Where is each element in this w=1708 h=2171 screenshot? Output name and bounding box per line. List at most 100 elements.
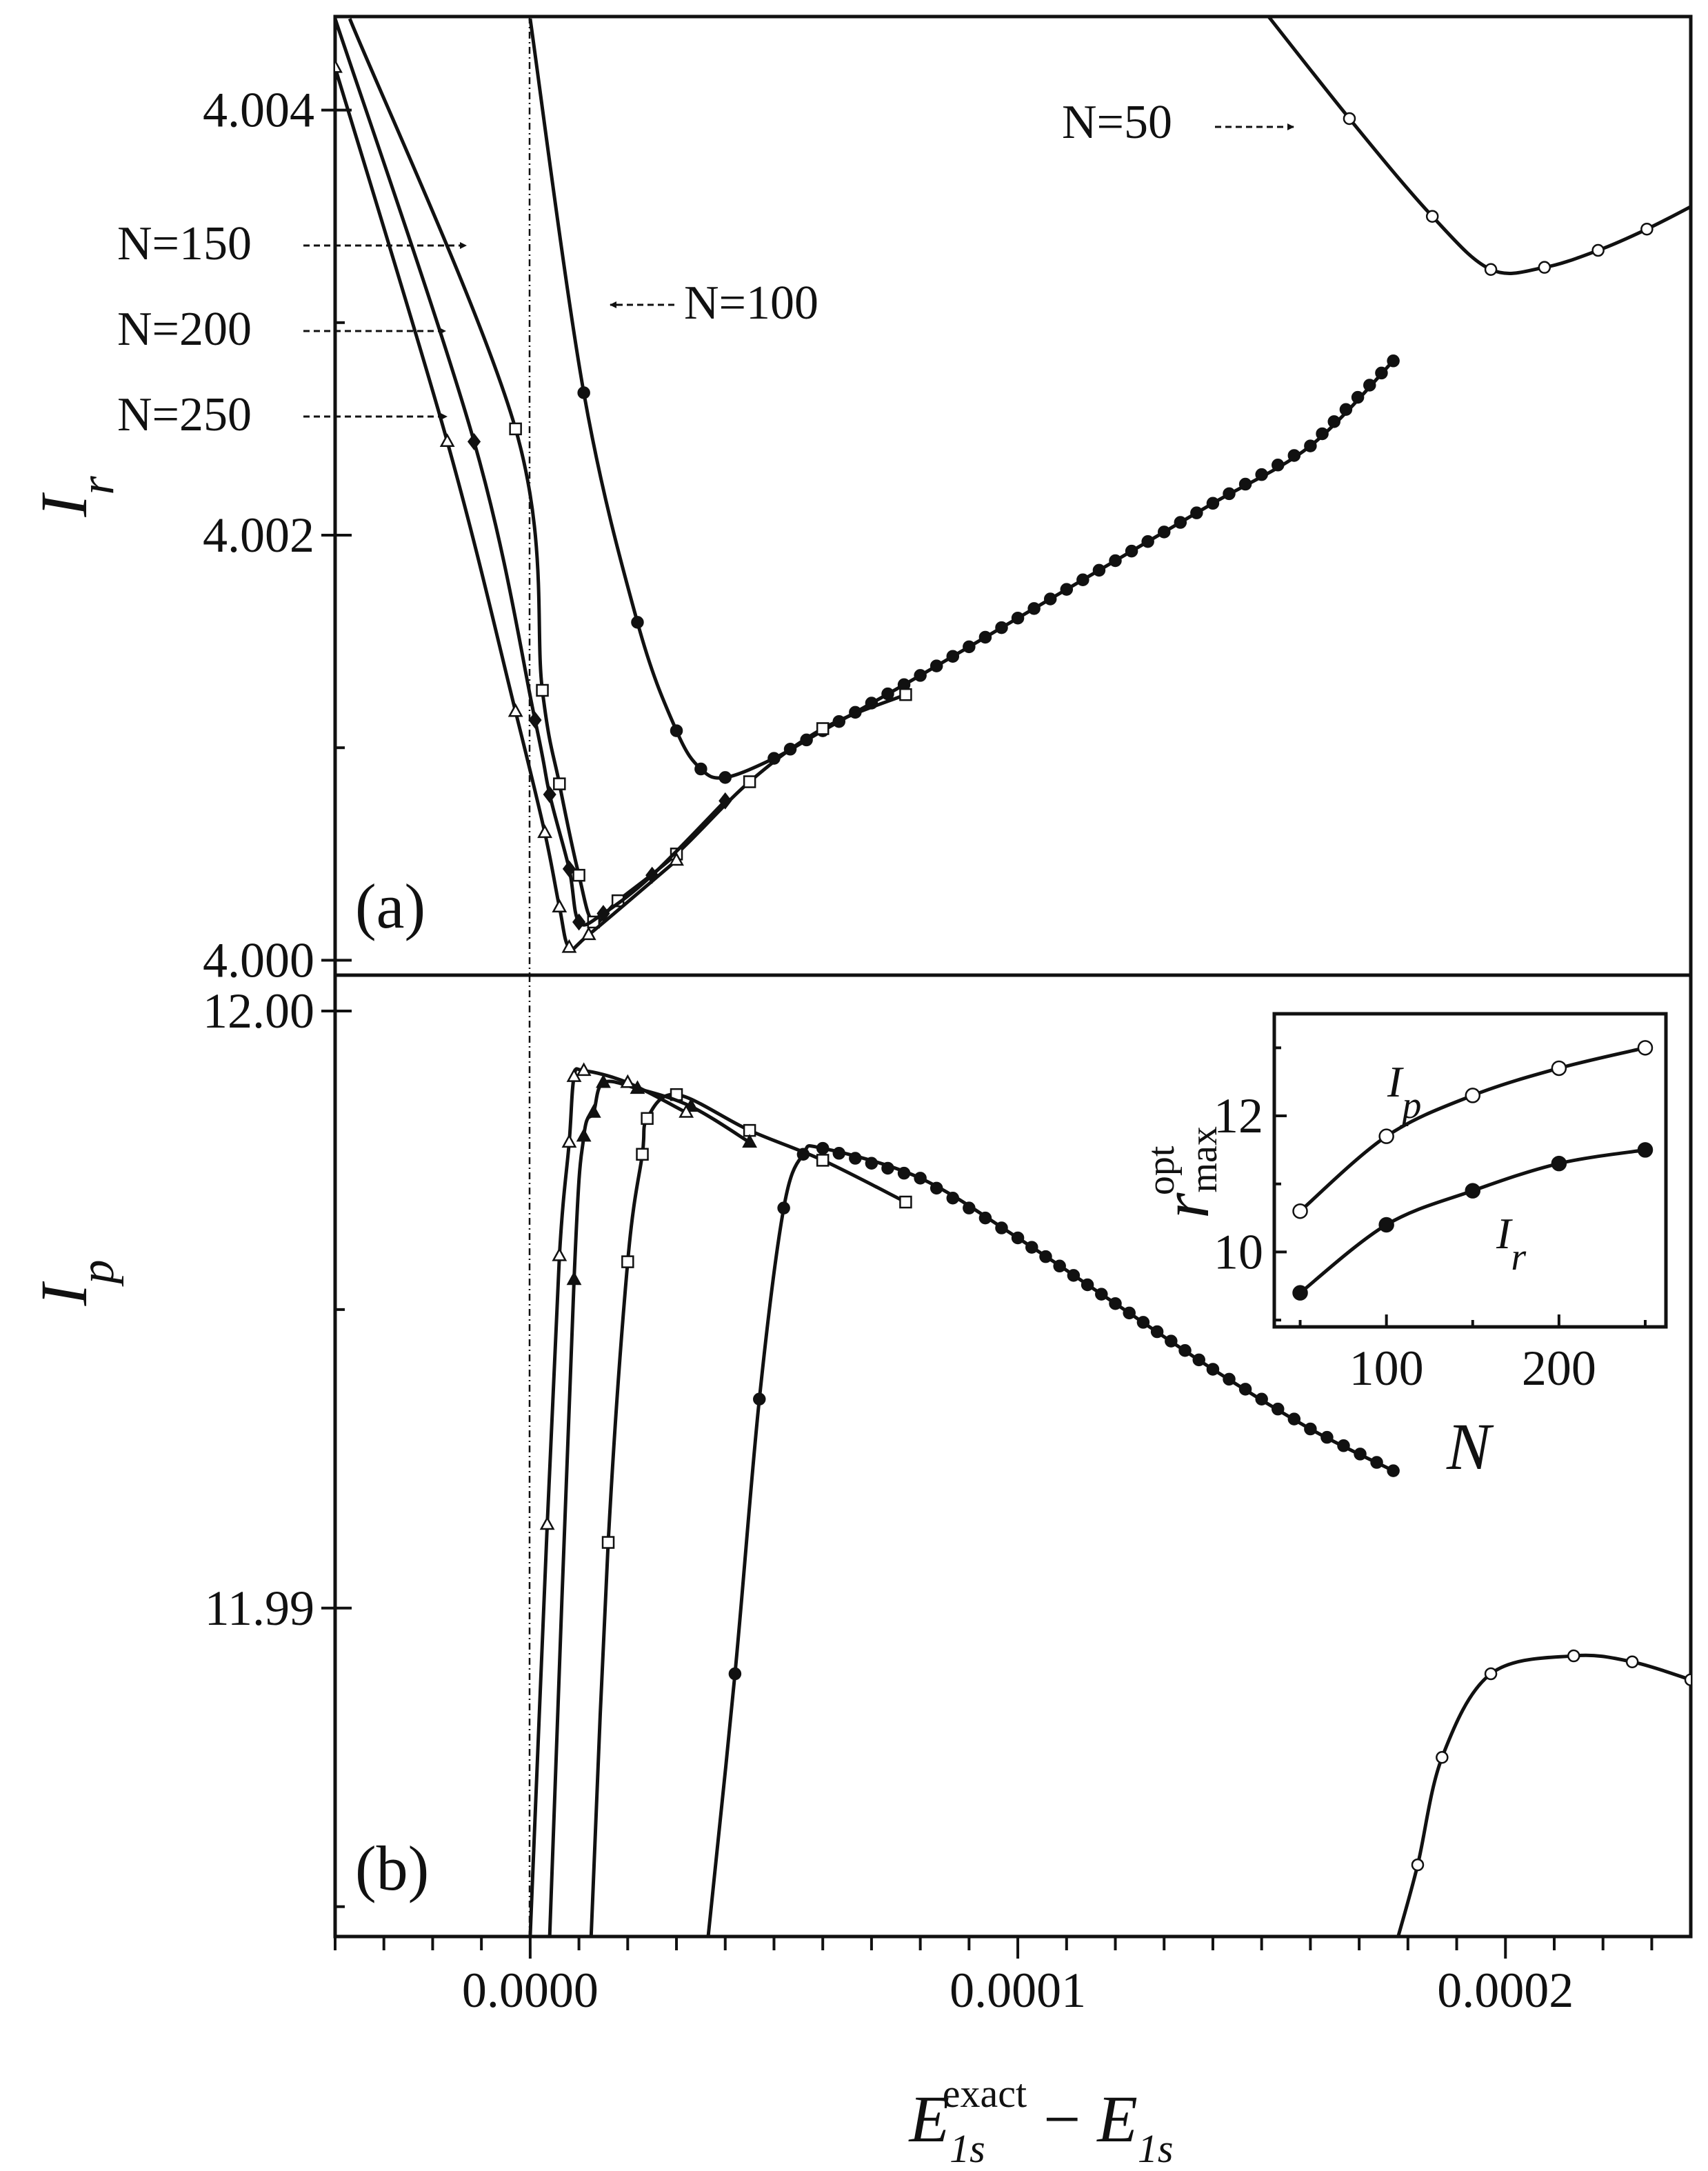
panel-a-point-N150-3 [553, 777, 566, 790]
panel-b-point-N250-1 [539, 1516, 555, 1530]
panel-a-point-N50-2 [1425, 210, 1439, 223]
x-tick-label-0: 0.0000 [462, 1963, 599, 2018]
panel-a-point-N100-36 [1255, 468, 1268, 481]
panel-b-point-N100-1 [728, 1667, 742, 1681]
panel-b-point-N150-3 [636, 1148, 649, 1161]
panel-b-point-N100-25 [1123, 1306, 1136, 1320]
panel-b-point-N250-6 [620, 1074, 636, 1088]
panel-a-point-N150-8 [743, 775, 756, 788]
panel-a-label: (a) [355, 871, 425, 941]
panel-a-frame [333, 14, 1693, 977]
panel-b-point-N100-15 [978, 1211, 992, 1225]
panel-a-point-N100-13 [881, 687, 894, 701]
panel-a-point-N100-17 [946, 650, 960, 663]
inset-series-label-ip: Ip [1387, 1057, 1421, 1127]
panel-b-point-N50-2 [1436, 1750, 1449, 1764]
inset-point-1-2 [1465, 1183, 1481, 1199]
panel-b-point-N100-12 [930, 1181, 943, 1195]
panel-a-marks [335, 17, 1706, 953]
panel-b-point-N250-5 [576, 1062, 592, 1077]
panel-a-point-N100-33 [1206, 497, 1220, 510]
panel-a-point-N100-45 [1375, 366, 1388, 380]
panel-b-curve-N50 [1396, 1653, 1691, 1937]
panel-b-y-axis-label: Ip [27, 1260, 124, 1307]
annotation-n150: N=150 [117, 217, 467, 270]
panel-b-plot-area [528, 1062, 1691, 1937]
panel-a-curve-N100 [528, 18, 1395, 780]
panel-a-point-N150-2 [536, 683, 549, 697]
panel-b-point-N100-30 [1192, 1353, 1205, 1367]
panel-b-point-N150-8 [899, 1195, 912, 1209]
panel-a-point-N100-43 [1351, 390, 1365, 404]
panel-b-point-N100-40 [1354, 1448, 1367, 1461]
panel-a-curve-N250 [335, 67, 678, 952]
panel-b-point-N100-34 [1255, 1392, 1268, 1405]
x-axis-label: E1sexact − E1s [908, 2071, 1174, 2171]
inset-point-0-3 [1551, 1060, 1567, 1077]
panel-a-point-N200-5 [572, 913, 586, 931]
panel-b-label: (b) [355, 1833, 429, 1903]
panel-a-point-N100-34 [1223, 487, 1236, 501]
panel-a-y-tick-label-1: 4.002 [203, 508, 314, 563]
panel-b-point-N100-23 [1095, 1288, 1108, 1301]
panel-b-point-N100-24 [1109, 1297, 1122, 1310]
panel-a-point-N100-16 [930, 659, 943, 672]
panel-b-point-N100-36 [1287, 1412, 1301, 1425]
panel-b-point-N150-1 [601, 1536, 615, 1549]
panel-a-curve-N150 [348, 18, 907, 925]
inset-y-tick-label-0: 10 [1214, 1224, 1263, 1279]
annotation-n100-text: N=100 [684, 277, 818, 330]
panel-a-point-N100-2 [631, 616, 644, 629]
panel-a-point-N100-22 [1027, 602, 1041, 615]
panel-b-curve-N250 [528, 1067, 687, 1937]
panel-a-point-N50-7 [1695, 196, 1706, 207]
panel-b-point-N100-16 [995, 1221, 1008, 1234]
panel-a-point-N250-7 [669, 852, 684, 866]
panel-a-curve-N50 [1266, 17, 1691, 275]
panel-a-point-N200-2 [528, 711, 542, 729]
panel-b-point-N100-22 [1081, 1278, 1094, 1292]
panel-a-point-N100-21 [1011, 611, 1025, 625]
panel-a-point-N50-4 [1538, 261, 1551, 274]
panel-a-y-axis-label: Ir [27, 476, 124, 518]
panel-a-point-N150-4 [572, 868, 585, 882]
inset-x-tick-label-1: 200 [1522, 1341, 1596, 1396]
panel-a-point-N100-35 [1238, 477, 1252, 491]
inset-point-0-4 [1637, 1040, 1654, 1056]
panel-b-point-N250-2 [552, 1247, 567, 1261]
panel-b-curve-N100 [706, 1144, 1394, 1937]
panel-a-point-N100-24 [1060, 583, 1074, 596]
annotation-n200: N=200 [117, 303, 446, 356]
panel-a-point-N250-0 [335, 59, 343, 73]
panel-b-point-N100-42 [1387, 1464, 1400, 1477]
panel-b-point-N100-18 [1025, 1241, 1038, 1254]
panel-b-point-N100-38 [1320, 1430, 1334, 1444]
panel-b-y-tick-label-1: 12.00 [203, 983, 314, 1039]
panel-b-point-N100-9 [881, 1161, 894, 1175]
panel-b-point-N200-4 [596, 1074, 611, 1088]
panel-a-point-N250-1 [439, 433, 455, 448]
panel-b-point-N100-14 [963, 1201, 976, 1214]
panel-a-point-N100-19 [978, 630, 992, 644]
panel-a-point-N100-30 [1157, 526, 1171, 539]
panel-b-point-N150-2 [621, 1255, 634, 1268]
inset-curve-1 [1298, 1148, 1646, 1294]
panel-b-point-N100-31 [1206, 1363, 1220, 1376]
panel-a-point-N200-4 [562, 860, 576, 878]
panel-a-point-N150-1 [509, 422, 522, 436]
panel-a-point-N150-9 [816, 722, 830, 735]
panel-a-point-N100-1 [577, 386, 590, 399]
panel-b-point-N150-7 [816, 1154, 830, 1167]
panel-a-point-N50-1 [1343, 112, 1356, 126]
panel-b-point-N250-3 [561, 1134, 577, 1148]
inset-point-0-0 [1292, 1203, 1308, 1219]
inset-point-1-4 [1637, 1142, 1654, 1158]
panel-b-point-N100-17 [1011, 1231, 1025, 1245]
panel-b-point-N100-32 [1223, 1372, 1236, 1386]
panel-a-point-N100-26 [1092, 563, 1106, 577]
annotation-n50: N=50 [1062, 96, 1294, 149]
